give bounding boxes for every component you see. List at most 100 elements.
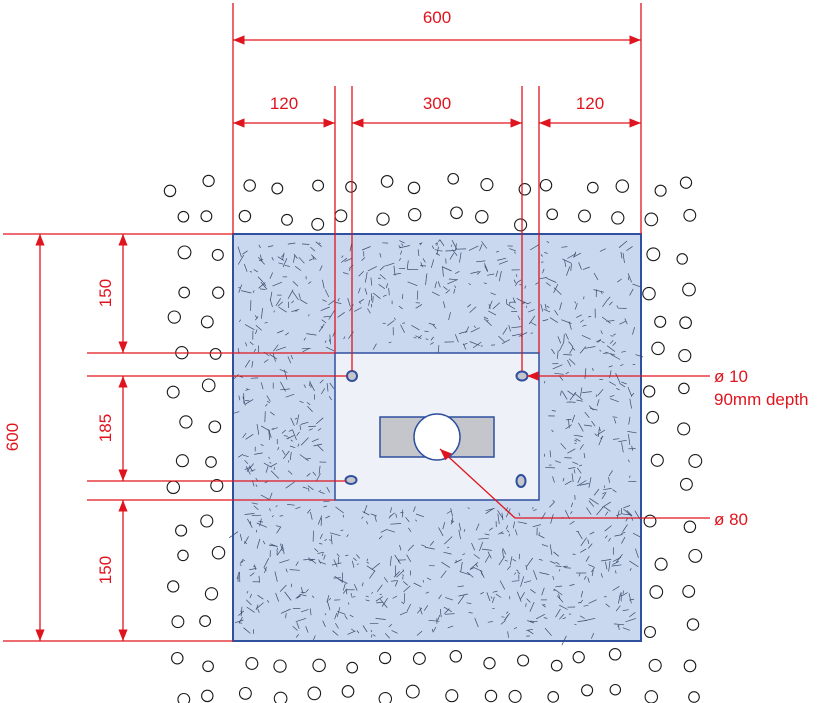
concrete-fleck — [312, 635, 316, 642]
concrete-fleck — [289, 569, 300, 571]
gravel-pebble — [643, 514, 657, 528]
concrete-fleck — [330, 534, 333, 545]
concrete-fleck — [504, 559, 508, 562]
gravel-pebble — [646, 247, 661, 262]
concrete-fleck — [290, 354, 294, 360]
concrete-fleck — [459, 252, 462, 263]
concrete-fleck — [323, 500, 330, 503]
concrete-fleck — [497, 513, 500, 525]
concrete-fleck — [483, 316, 489, 320]
concrete-fleck — [549, 317, 558, 323]
concrete-fleck — [507, 565, 511, 571]
concrete-fleck — [379, 253, 382, 258]
concrete-fleck — [627, 386, 633, 397]
concrete-fleck — [471, 542, 476, 551]
concrete-fleck — [420, 262, 423, 268]
concrete-fleck — [255, 604, 259, 610]
concrete-fleck — [557, 336, 562, 344]
gravel-pebble — [205, 456, 217, 468]
concrete-fleck — [372, 296, 374, 303]
concrete-fleck — [529, 601, 535, 612]
concrete-fleck — [395, 513, 398, 518]
concrete-fleck — [306, 402, 311, 406]
concrete-fleck — [292, 255, 296, 263]
concrete-fleck — [598, 428, 600, 437]
concrete-fleck — [628, 433, 631, 445]
concrete-fleck — [495, 593, 502, 598]
concrete-fleck — [467, 304, 472, 308]
gravel-pebble — [676, 253, 688, 265]
concrete-fleck — [351, 596, 356, 598]
concrete-fleck — [319, 379, 324, 384]
concrete-fleck — [480, 570, 485, 579]
concrete-fleck — [632, 327, 635, 335]
concrete-fleck — [254, 315, 258, 319]
concrete-fleck — [258, 575, 260, 583]
gravel-pebble — [517, 654, 530, 667]
gravel-pebble — [649, 585, 664, 599]
gravel-pebble — [677, 422, 691, 436]
concrete-fleck — [375, 596, 383, 602]
concrete-fleck — [262, 540, 266, 545]
concrete-fleck — [463, 343, 467, 350]
concrete-fleck — [625, 518, 628, 522]
concrete-fleck — [344, 257, 353, 262]
concrete-fleck — [541, 604, 546, 608]
concrete-fleck — [584, 368, 587, 379]
concrete-fleck — [602, 298, 609, 308]
concrete-fleck — [574, 303, 578, 310]
concrete-fleck — [555, 561, 560, 565]
concrete-fleck — [448, 278, 458, 281]
concrete-fleck — [506, 303, 516, 310]
concrete-fleck — [614, 534, 623, 537]
concrete-fleck — [550, 514, 554, 524]
concrete-fleck — [329, 334, 331, 345]
concrete-fleck — [575, 438, 581, 442]
concrete-fleck — [296, 431, 300, 436]
concrete-fleck — [321, 319, 327, 324]
concrete-fleck — [442, 522, 446, 530]
concrete-fleck — [372, 292, 381, 299]
hole-depth-label: 90mm depth — [714, 390, 809, 409]
concrete-fleck — [356, 630, 360, 634]
concrete-fleck — [628, 416, 631, 425]
concrete-fleck — [588, 405, 594, 411]
gravel-pebble — [688, 691, 700, 703]
concrete-fleck — [269, 508, 271, 512]
concrete-fleck — [253, 348, 257, 353]
gravel-pebble — [245, 657, 259, 670]
concrete-fleck — [270, 291, 273, 301]
concrete-fleck — [543, 308, 551, 313]
concrete-fleck — [470, 271, 480, 274]
concrete-fleck — [516, 297, 525, 304]
concrete-fleck — [511, 333, 522, 337]
gravel-pebble — [654, 184, 667, 197]
concrete-fleck — [389, 512, 395, 517]
concrete-fleck — [294, 417, 298, 420]
concrete-fleck — [353, 583, 358, 591]
concrete-fleck — [371, 591, 374, 594]
concrete-fleck — [458, 331, 468, 334]
concrete-fleck — [629, 598, 635, 601]
gravel-pebble — [202, 174, 215, 188]
gravel-pebble — [508, 689, 522, 703]
concrete-fleck — [578, 573, 581, 577]
concrete-fleck — [251, 360, 254, 368]
gravel-pebble — [405, 684, 420, 699]
concrete-fleck — [551, 348, 555, 355]
gravel-pebble — [177, 210, 190, 223]
concrete-fleck — [596, 339, 602, 343]
concrete-fleck — [402, 581, 408, 586]
concrete-fleck — [401, 601, 405, 605]
concrete-fleck — [301, 347, 311, 350]
gravel-pebble — [175, 454, 189, 468]
concrete-fleck — [560, 443, 567, 450]
concrete-fleck — [407, 281, 418, 287]
concrete-fleck — [583, 604, 589, 607]
concrete-fleck — [601, 316, 611, 324]
concrete-fleck — [555, 608, 561, 618]
concrete-fleck — [444, 536, 453, 545]
center-hole-leader — [439, 448, 710, 519]
concrete-fleck — [287, 356, 292, 364]
concrete-fleck — [253, 505, 259, 511]
